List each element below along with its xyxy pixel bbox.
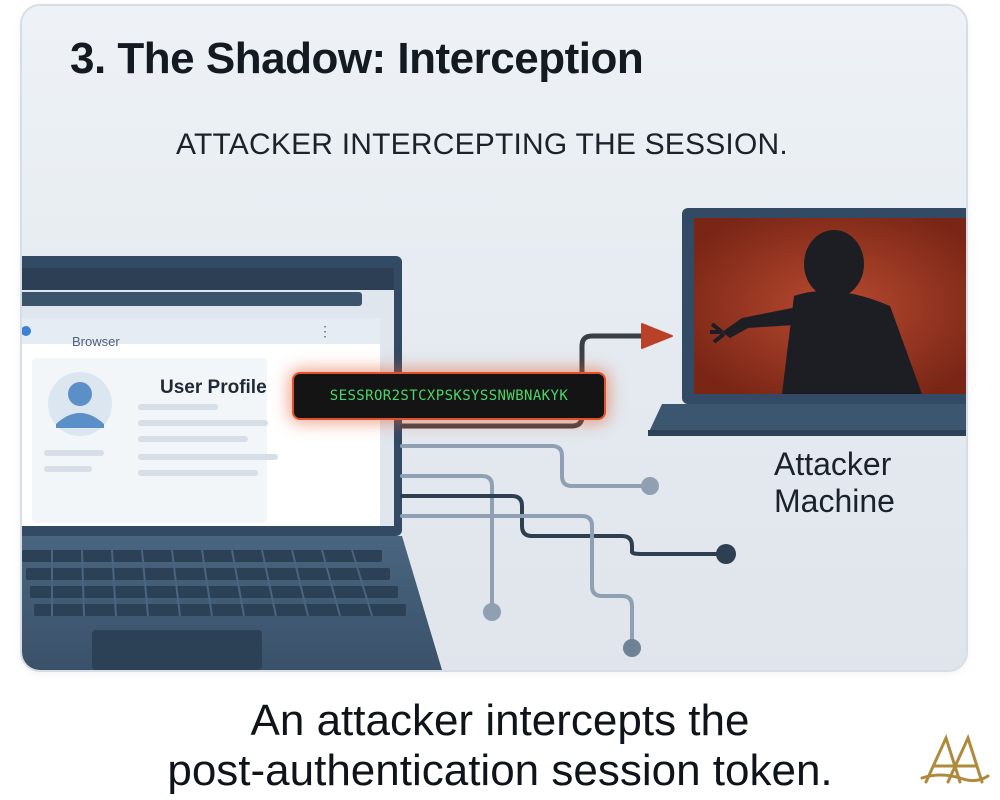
session-token: SESSROR2STCXPSKSYSSNWBNAKYK (294, 374, 604, 418)
menu-dots-icon: ⋮ (318, 323, 332, 339)
attacker-label-line2: Machine (774, 483, 895, 519)
caption-line1: An attacker intercepts the (250, 696, 750, 745)
attacker-laptop (648, 208, 966, 436)
slide-caption: An attacker intercepts the post-authenti… (0, 696, 1000, 796)
browser-icon (22, 326, 31, 336)
victim-laptop: ⋮ (22, 256, 442, 670)
node-dot (716, 544, 736, 564)
trackpad (92, 630, 262, 670)
slide-panel: 3. The Shadow: Interception ATTACKER INT… (22, 6, 966, 670)
arrow-head-icon (641, 323, 673, 349)
attacker-machine-label: Attacker Machine (774, 446, 895, 520)
node-dot (483, 603, 501, 621)
interception-scene: ⋮ (22, 208, 966, 670)
node-dot (641, 477, 659, 495)
interception-arrow (579, 333, 653, 401)
connection-lines (399, 323, 724, 644)
slide-subtitle: ATTACKER INTERCEPTING THE SESSION. (176, 128, 788, 161)
aa-monogram-logo (920, 733, 990, 784)
user-profile-label: User Profile (160, 377, 267, 398)
node-dot (623, 639, 641, 657)
caption-line2: post-authentication session token. (167, 746, 833, 795)
hacker-silhouette-icon (710, 230, 922, 394)
browser-tab-label: Browser (72, 334, 120, 349)
attacker-label-line1: Attacker (774, 446, 892, 482)
slide-title: 3. The Shadow: Interception (70, 34, 644, 83)
